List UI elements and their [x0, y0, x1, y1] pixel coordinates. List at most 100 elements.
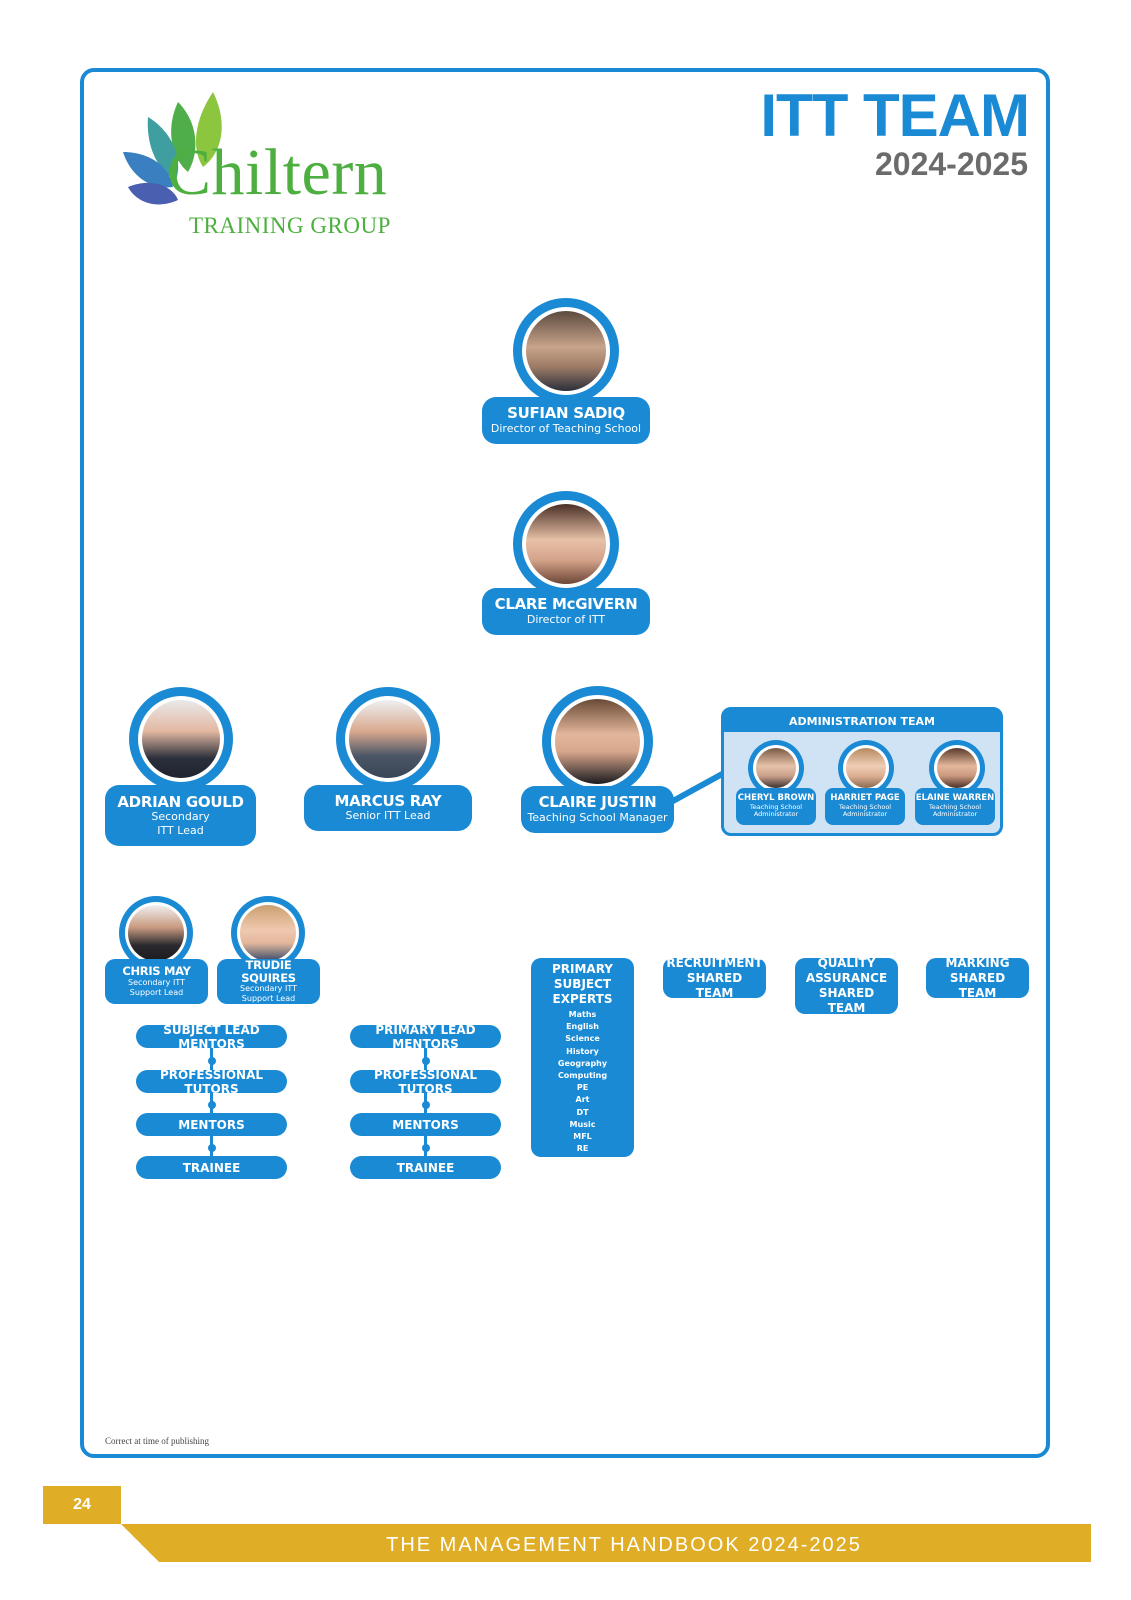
- avatar-adrian: [129, 687, 233, 791]
- person-card-marcus: MARCUS RAY Senior ITT Lead: [304, 785, 472, 831]
- admin-name: ELAINE WARREN: [915, 793, 995, 804]
- chain-step: MENTORS: [136, 1113, 287, 1136]
- subject-item: Computing: [557, 1071, 608, 1081]
- chain-node: [208, 1144, 216, 1152]
- person-name: ADRIAN GOULD: [117, 792, 244, 811]
- admin-role: Administrator: [842, 810, 888, 819]
- avatar-trudie: [231, 896, 305, 970]
- subject-item: PE: [576, 1083, 589, 1093]
- chain-node: [208, 1101, 216, 1109]
- subject-item: DT: [576, 1107, 589, 1117]
- chain-step: MENTORS: [350, 1113, 501, 1136]
- team-label: RECRUITMENT: [666, 955, 763, 970]
- subject-experts-title-line: PRIMARY: [551, 962, 613, 976]
- avatar-elaine: [929, 740, 985, 796]
- chain-step: SUBJECT LEAD MENTORS: [136, 1023, 287, 1051]
- recruitment-shared-team: RECRUITMENT SHARED TEAM: [663, 955, 766, 1000]
- subject-item: MFL: [573, 1132, 592, 1142]
- chain-step: TRAINEE: [136, 1156, 287, 1179]
- subject-item: Art: [575, 1095, 590, 1105]
- primary-subject-experts: PRIMARY SUBJECT EXPERTS Maths English Sc…: [531, 958, 634, 1165]
- admin-role: Administrator: [932, 810, 978, 819]
- avatar-claire: [542, 686, 653, 797]
- admin-role: Teaching School: [749, 802, 803, 811]
- person-card-trudie: TRUDIE SQUIRES Secondary ITT Support Lea…: [217, 957, 320, 1004]
- subject-item: History: [566, 1046, 599, 1056]
- person-role: Director of ITT: [526, 612, 606, 626]
- person-card-adrian: ADRIAN GOULD Secondary ITT Lead: [105, 785, 256, 846]
- admin-role: Teaching School: [838, 802, 892, 811]
- person-name: CLAIRE JUSTIN: [538, 793, 657, 812]
- chain-step: TRAINEE: [350, 1156, 501, 1179]
- team-label: MARKING: [945, 955, 1010, 970]
- person-role: Support Lead: [241, 994, 296, 1004]
- subject-experts-title: PRIMARY SUBJECT EXPERTS: [531, 962, 634, 1007]
- avatar-harriet: [838, 740, 894, 796]
- person-card-claire: CLAIRE JUSTIN Teaching School Manager: [521, 786, 674, 833]
- admin-team-title: ADMINISTRATION TEAM: [724, 710, 1000, 732]
- person-name: CLARE McGIVERN: [494, 595, 638, 614]
- team-label: ASSURANCE: [805, 971, 888, 985]
- marking-shared-team: MARKING SHARED TEAM: [926, 955, 1029, 1000]
- page-frame: [80, 68, 1050, 1458]
- chain-node: [422, 1101, 430, 1109]
- person-role: Secondary ITT: [240, 984, 297, 994]
- admin-card-cheryl: CHERYL BROWN Teaching School Administrat…: [736, 788, 816, 825]
- connector-line: [670, 770, 727, 804]
- avatar-clare: [513, 491, 619, 597]
- person-role: Secondary ITT: [128, 977, 185, 987]
- subject-item: Geography: [557, 1058, 608, 1068]
- chain-node: [422, 1144, 430, 1152]
- person-role: Secondary: [151, 810, 210, 823]
- page-year: 2024-2025: [874, 146, 1028, 182]
- page-number: 24: [43, 1486, 121, 1524]
- chain-node: [208, 1057, 216, 1065]
- subject-item: Maths: [568, 1010, 597, 1019]
- person-role: Support Lead: [129, 987, 184, 997]
- admin-name: CHERYL BROWN: [737, 793, 815, 804]
- logo-wordmark: Chiltern: [167, 136, 388, 209]
- quality-assurance-shared-team: QUALITY ASSURANCE SHARED TEAM: [795, 956, 898, 1015]
- avatar-chris: [119, 896, 193, 970]
- admin-name: HARRIET PAGE: [830, 793, 900, 804]
- subject-experts-title-line: SUBJECT EXPERTS: [552, 977, 613, 1006]
- subject-item: Science: [565, 1034, 600, 1044]
- person-role: Senior ITT Lead: [345, 809, 431, 823]
- subject-item: English: [566, 1022, 599, 1032]
- footer-band: [121, 1524, 1091, 1562]
- avatar-marcus: [336, 687, 440, 791]
- person-role: ITT Lead: [157, 823, 204, 837]
- person-name: CHRIS MAY: [122, 964, 191, 979]
- person-name: TRUDIE SQUIRES: [241, 957, 296, 985]
- admin-role: Teaching School: [928, 802, 982, 811]
- chain-node: [422, 1057, 430, 1065]
- person-card-clare: CLARE McGIVERN Director of ITT: [482, 588, 650, 635]
- team-label: SHARED TEAM: [949, 970, 1006, 1000]
- person-role: Director of Teaching School: [490, 421, 642, 435]
- team-label: QUALITY: [817, 956, 876, 970]
- chain-step: PROFESSIONAL TUTORS: [136, 1068, 287, 1096]
- person-card-sufian: SUFIAN SADIQ Director of Teaching School: [482, 397, 650, 444]
- chain-step: PRIMARY LEAD MENTORS: [350, 1023, 501, 1051]
- leaf-logo-icon: [123, 92, 222, 205]
- logo-subtitle: TRAINING GROUP: [189, 213, 391, 238]
- handbook-title: THE MANAGEMENT HANDBOOK 2024-2025: [386, 1534, 862, 1556]
- person-name: MARCUS RAY: [334, 791, 442, 810]
- avatar-sufian: [513, 298, 619, 404]
- team-label: SHARED TEAM: [686, 970, 743, 1000]
- publishing-note: Correct at time of publishing: [105, 1436, 209, 1446]
- team-label: SHARED TEAM: [818, 986, 875, 1015]
- person-role: Teaching School Manager: [527, 810, 668, 824]
- person-name: SUFIAN SADIQ: [507, 404, 625, 423]
- subject-item: Music: [569, 1119, 596, 1129]
- admin-role: Administrator: [753, 810, 799, 819]
- avatar-cheryl: [748, 740, 804, 796]
- person-card-chris: CHRIS MAY Secondary ITT Support Lead: [105, 959, 208, 1004]
- chain-step: PROFESSIONAL TUTORS: [350, 1068, 501, 1096]
- subject-list: Maths English Science History Geography …: [531, 1009, 634, 1168]
- subject-item: RE: [576, 1144, 589, 1154]
- admin-card-harriet: HARRIET PAGE Teaching School Administrat…: [825, 788, 905, 825]
- page-title: ITT TEAM: [760, 82, 1030, 149]
- administration-team-panel: ADMINISTRATION TEAM CHERYL BROWN Teachin…: [721, 707, 1003, 836]
- subject-item: PSHE/RSE: [560, 1156, 605, 1166]
